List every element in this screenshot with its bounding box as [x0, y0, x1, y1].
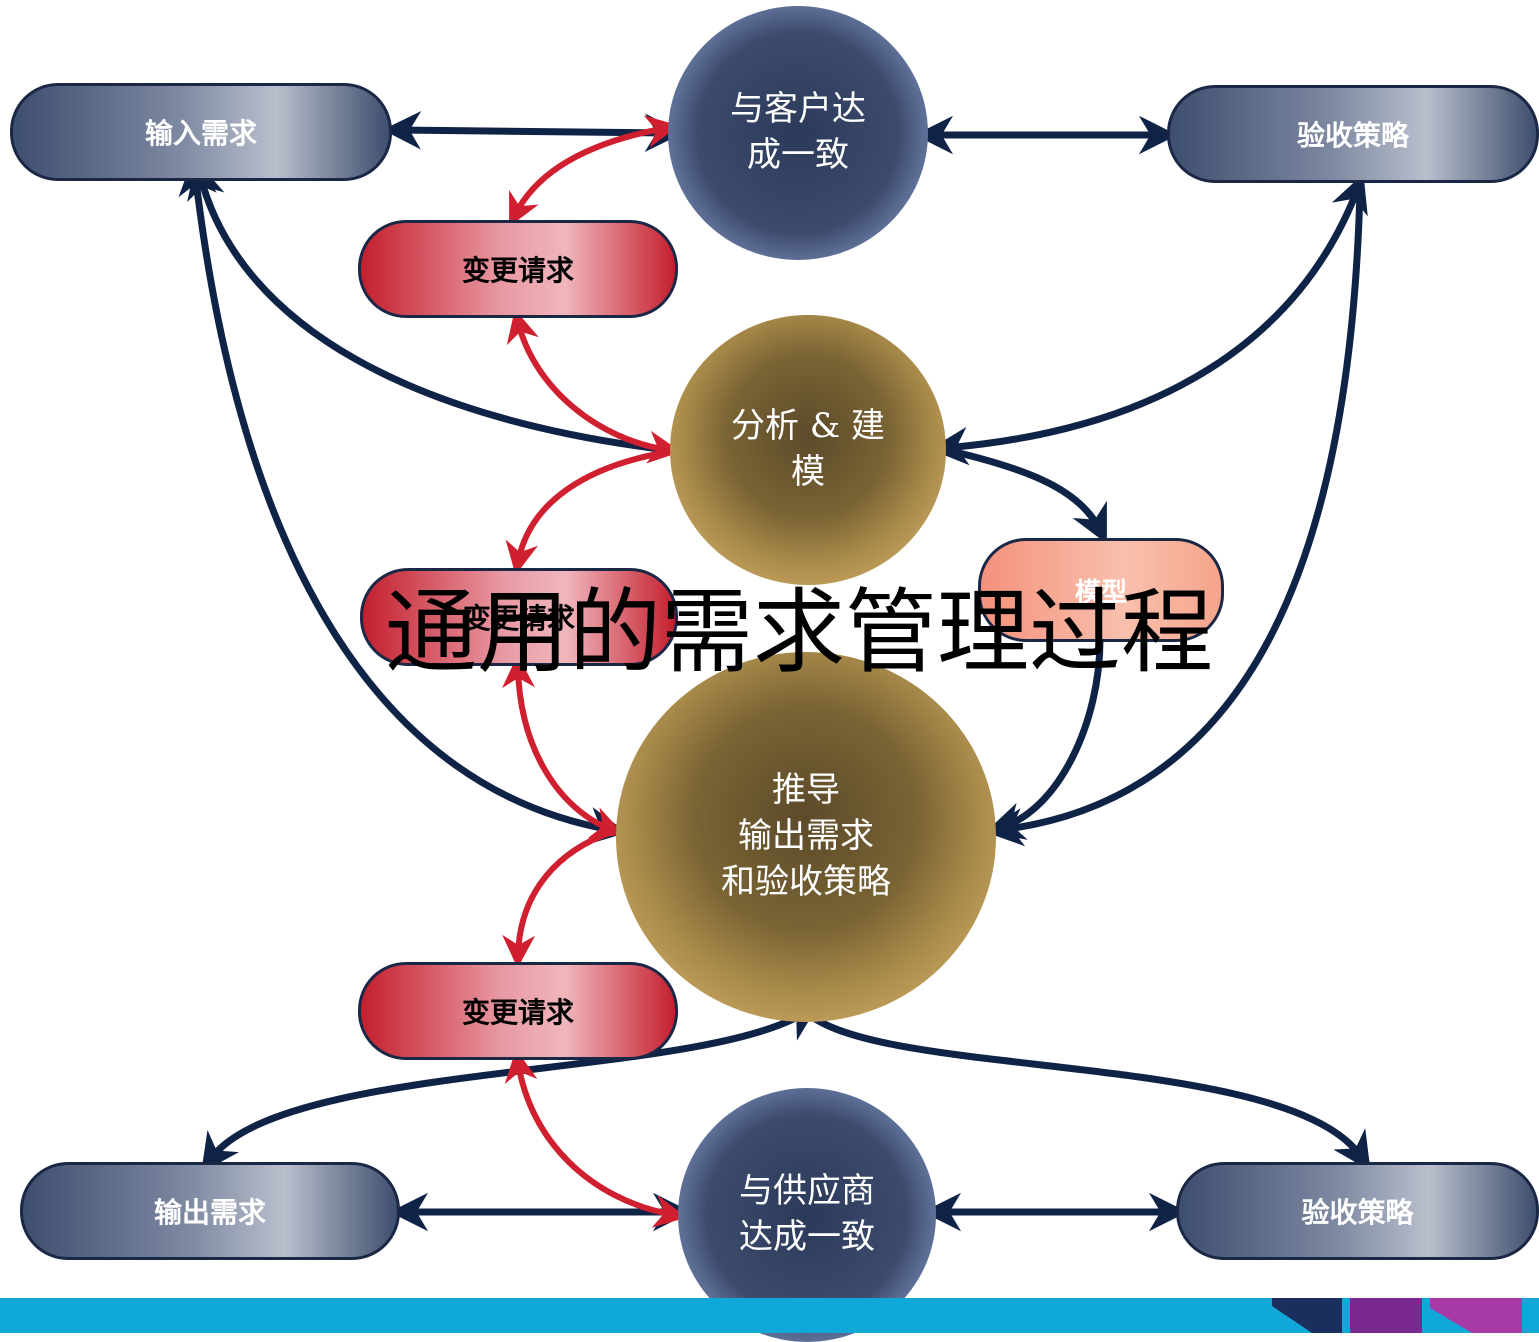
red-arrow-analysis-change2 — [505, 449, 669, 575]
change-request-node-1: 变更请求 — [358, 220, 678, 318]
output-requirements-label: 输出需求 — [153, 1196, 266, 1229]
arrow-analysis-model — [954, 448, 1107, 544]
model-label: 模型 — [1074, 577, 1127, 608]
change-request-label-2: 变更请求 — [462, 602, 575, 635]
agree-with-customer-node: 与客户达 成一致 — [668, 6, 928, 260]
change-request-node-2: 变更请求 — [360, 568, 678, 666]
analysis-modeling-node: 分析 & 建 模 — [670, 315, 946, 585]
output-requirements-node: 输出需求 — [20, 1162, 400, 1260]
arrow-model-derive — [985, 639, 1104, 840]
red-arrow-change2-derive — [501, 654, 625, 839]
arrow-input-agree — [382, 111, 684, 152]
input-requirements-node: 输入需求 — [10, 83, 392, 181]
change-request-label-1: 变更请求 — [461, 254, 574, 287]
brand-logo-icon — [1272, 1298, 1522, 1333]
page-title: 通用的需求管理过程 — [385, 579, 1214, 686]
acceptance-strategy-top-label: 验收策略 — [1296, 119, 1409, 152]
red-arrow-change3-supplier — [504, 1048, 687, 1228]
red-arrow-change1-analysis — [506, 309, 682, 464]
input-requirements-label: 输入需求 — [144, 117, 257, 150]
acceptance-strategy-top-node: 验收策略 — [1167, 85, 1539, 183]
acceptance-strategy-bottom-label: 验收策略 — [1301, 1196, 1414, 1229]
acceptance-strategy-bottom-node: 验收策略 — [1176, 1162, 1539, 1260]
arrow-derive-accept-bottom — [803, 1009, 1371, 1171]
arrow-accept-analysis — [929, 173, 1368, 466]
arrow-accept-derive — [984, 189, 1364, 847]
change-request-label-3: 变更请求 — [461, 996, 574, 1029]
red-arrow-derive-change3 — [502, 829, 613, 969]
model-node: 模型 — [978, 538, 1224, 642]
derive-node: 推导 输出需求 和验收策略 — [616, 652, 996, 1022]
red-arrow-agree-change1 — [509, 115, 679, 227]
arrow-derive-output — [201, 1003, 819, 1173]
change-request-node-3: 变更请求 — [358, 962, 678, 1060]
